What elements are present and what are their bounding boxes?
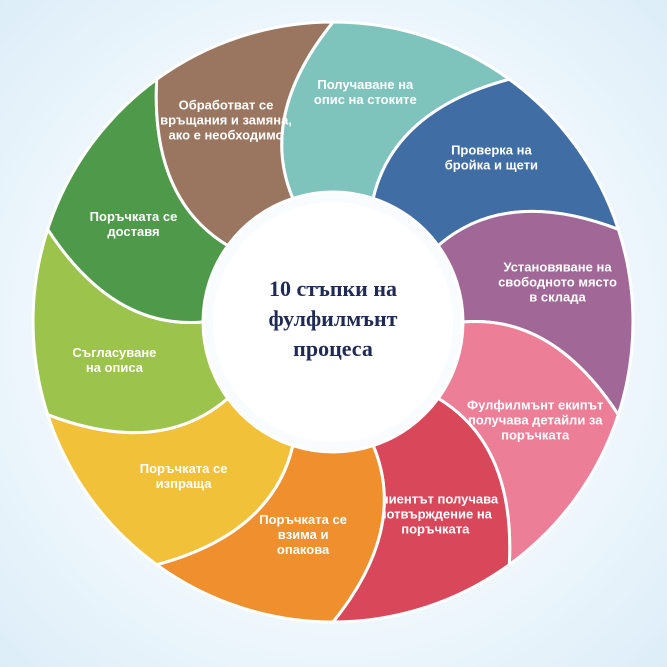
center-circle (213, 202, 453, 442)
step-10-segment (154, 20, 337, 248)
